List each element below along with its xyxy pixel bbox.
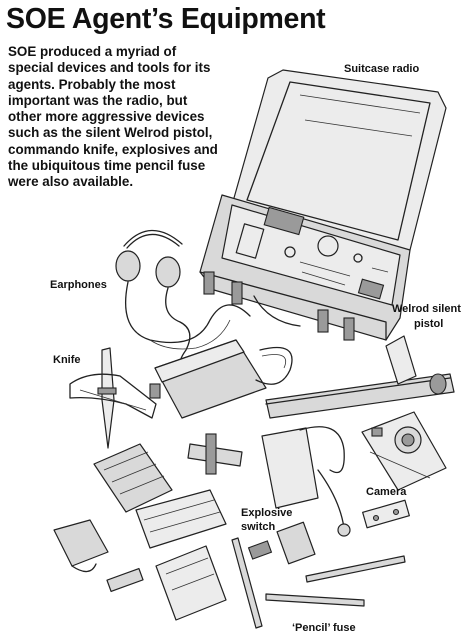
label-knife: Knife [53, 354, 81, 366]
intro-paragraph: SOE produced a myriad of special devices… [8, 44, 218, 190]
wallet-illustration [155, 545, 227, 621]
label-explosive-line1: Explosive [241, 507, 293, 519]
label-welrod-line2: pistol [414, 318, 444, 330]
label-camera: Camera [366, 486, 407, 498]
knife-illustration [69, 347, 157, 449]
label-suitcase-radio: Suitcase radio [344, 63, 420, 75]
explosive-illustration [247, 426, 351, 565]
page-title: SOE Agent’s Equipment [6, 3, 326, 35]
detonator-illustration [187, 433, 243, 475]
label-explosive-line2: switch [241, 521, 276, 533]
label-earphones: Earphones [50, 279, 107, 291]
pencil-fuse-illustration [231, 537, 406, 629]
small-fuse-illustration [362, 499, 410, 529]
suitcase-radio-illustration [199, 69, 447, 341]
cord-bundle-illustration [93, 443, 227, 549]
welrod-pistol-illustration [265, 335, 455, 419]
pouch-illustration [53, 519, 109, 573]
label-welrod-line1: Welrod silent [392, 303, 461, 315]
camera-illustration [361, 411, 447, 491]
cylinder-illustration [106, 567, 144, 593]
label-pencil-fuse: ‘Pencil’ fuse [292, 622, 356, 634]
power-unit-illustration [149, 339, 293, 419]
